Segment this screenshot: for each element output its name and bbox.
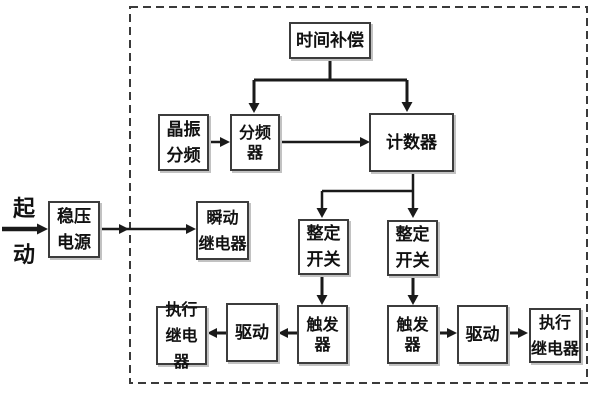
- connector-counter-branch: [316, 172, 419, 218]
- block-counter: 计数器: [369, 113, 454, 172]
- line: [320, 172, 415, 212]
- block-crystal-oscillator-divider: 晶振 分频: [158, 114, 209, 171]
- arrowhead-left: [207, 328, 217, 338]
- arrowhead-down: [316, 208, 328, 218]
- dashed-boundary: [129, 6, 588, 384]
- block-time-compensation: 时间补偿: [289, 22, 371, 59]
- arrowhead-down: [248, 103, 260, 113]
- block-execution-relay-left: 执行 继电器: [156, 300, 207, 371]
- arrowhead-down: [316, 295, 328, 305]
- start-label: 起 动: [11, 198, 37, 268]
- connector-trigger-left-to-drive-left: [278, 328, 297, 338]
- connector-divider-to-counter: [280, 137, 370, 147]
- connector-trigger-right-to-drive-right: [438, 328, 457, 338]
- connector-start-to-regulator: [2, 223, 48, 235]
- arrowhead-right: [447, 328, 457, 338]
- block-setting-switch-left: 整定 开关: [298, 219, 349, 275]
- arrowhead-right: [37, 223, 48, 235]
- line: [252, 59, 409, 107]
- connector-crystal-to-divider: [209, 137, 230, 147]
- block-trigger-left: 触发器: [297, 305, 348, 364]
- block-frequency-divider: 分频器: [230, 114, 280, 171]
- arrowhead-right: [518, 328, 528, 338]
- arrowhead-right: [186, 224, 196, 234]
- block-instantaneous-relay: 瞬动 继电器: [196, 201, 249, 260]
- arrowhead-right: [119, 224, 129, 234]
- arrowhead-left: [278, 328, 288, 338]
- block-regulated-power-supply: 稳压 电源: [48, 201, 100, 258]
- arrowhead-down: [407, 208, 419, 218]
- arrowhead-down: [407, 295, 419, 305]
- block-drive-left: 驱动: [226, 303, 278, 362]
- connector-drive-right-to-exec-relay-right: [508, 328, 528, 338]
- block-drive-right: 驱动: [457, 305, 508, 364]
- arrowhead-right: [360, 137, 370, 147]
- arrowhead-right: [220, 137, 230, 147]
- start-label-char-top: 起: [12, 197, 35, 222]
- connector-switch-right-to-trigger-right: [407, 276, 419, 305]
- connector-time-compensation-branch: [248, 59, 413, 113]
- block-trigger-right: 触发器: [387, 305, 438, 364]
- arrowhead-down: [401, 102, 413, 112]
- connector-drive-left-to-exec-relay-left: [207, 328, 226, 338]
- block-execution-relay-right: 执行 继电器: [529, 308, 581, 363]
- start-label-char-bottom: 动: [12, 243, 35, 268]
- connector-regulator-to-instant-relay: [100, 224, 196, 234]
- block-setting-switch-right: 整定 开关: [387, 220, 438, 276]
- connector-switch-left-to-trigger-left: [316, 275, 328, 305]
